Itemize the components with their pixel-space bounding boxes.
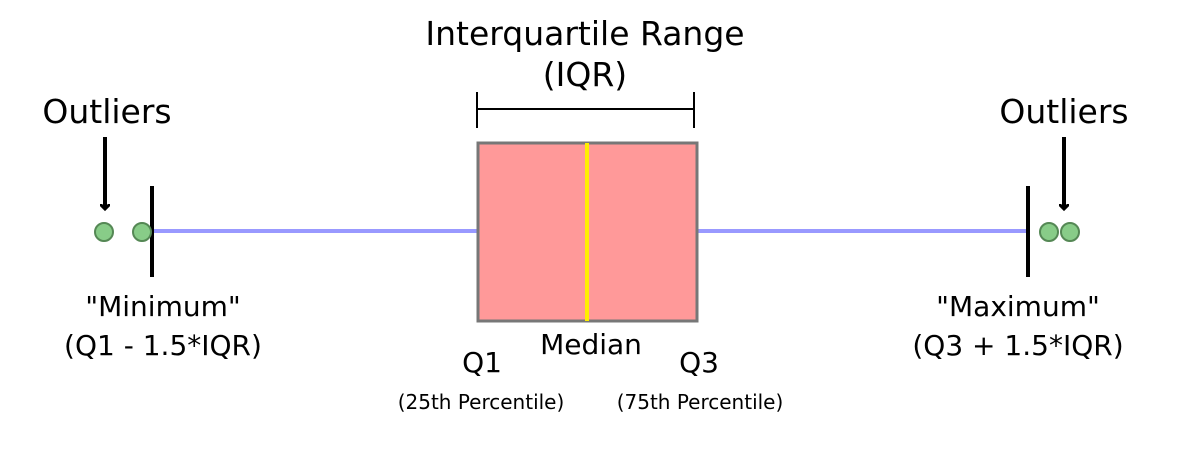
q1-sub-label: (25th Percentile): [398, 390, 565, 414]
outlier-point-right-2: [1060, 222, 1080, 242]
minimum-label: "Minimum": [85, 290, 241, 323]
maximum-formula: (Q3 + 1.5*IQR): [912, 329, 1123, 362]
iqr-title-line1: Interquartile Range: [425, 14, 744, 53]
minimum-formula: (Q1 - 1.5*IQR): [64, 329, 262, 362]
median-label: Median: [540, 328, 642, 361]
outliers-label-right: Outliers: [999, 92, 1128, 131]
q3-label: Q3: [679, 346, 719, 379]
maximum-label: "Maximum": [936, 290, 1100, 323]
outlier-point-left-1: [94, 222, 114, 242]
outlier-point-left-2: [132, 222, 152, 242]
q1-label: Q1: [462, 346, 502, 379]
outlier-point-right-1: [1039, 222, 1059, 242]
q3-sub-label: (75th Percentile): [617, 390, 784, 414]
iqr-title-line2: (IQR): [543, 55, 627, 94]
outliers-label-left: Outliers: [42, 92, 171, 131]
